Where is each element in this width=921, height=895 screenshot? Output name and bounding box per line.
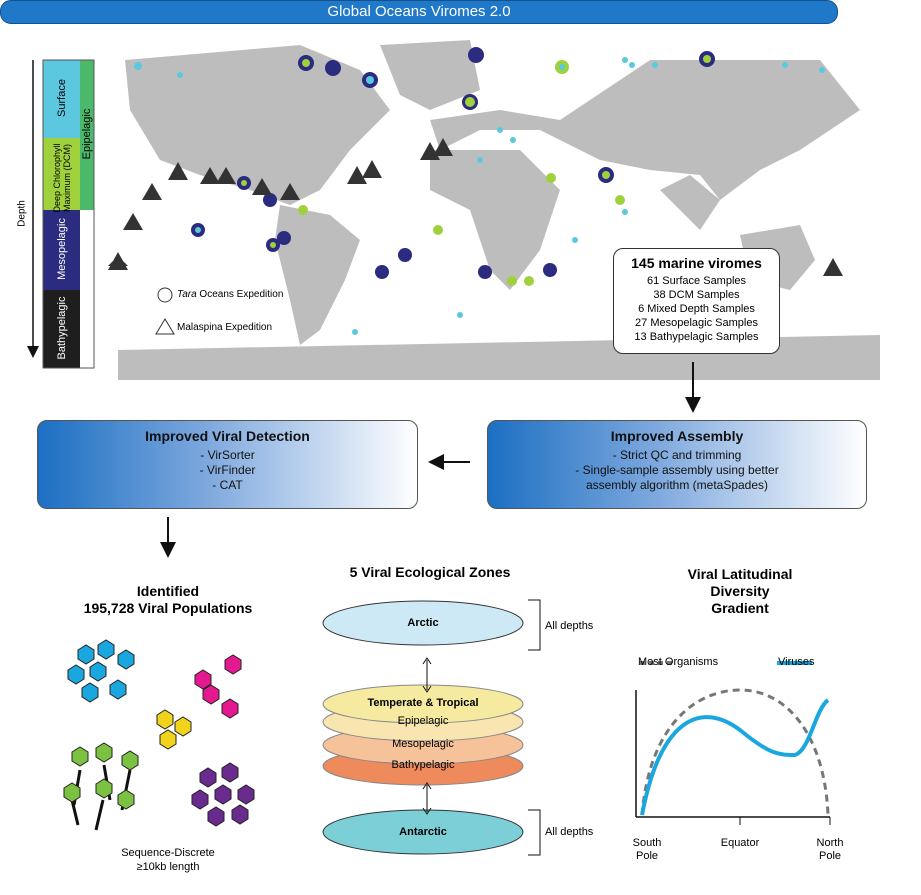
arctic-zone — [322, 600, 524, 646]
x-label-equator: Equator — [720, 837, 760, 849]
antarctic-label: Antarctic — [399, 826, 447, 838]
populations-footer: Sequence-Discrete≥10kb length — [121, 847, 215, 873]
bathy-layer — [43, 290, 80, 368]
malaspina-legend: Malaspina Expedition — [177, 322, 273, 333]
bathypelagic-label: Bathypelagic — [391, 759, 455, 771]
epipelagic-layer — [80, 60, 94, 210]
mesopelagic-label: Mesopelagic — [392, 738, 454, 750]
virus-cluster-pink — [194, 654, 242, 719]
epipelagic-label: Epipelagic — [397, 715, 449, 727]
temperate-label: Temperate & Tropical — [367, 697, 479, 709]
arctic-all-depths: All depths — [545, 620, 594, 632]
surface-layer — [43, 60, 80, 138]
dcm-label: Deep Chlorophyll Maximum (DCM) — [52, 143, 72, 213]
depth-label: Depth — [16, 200, 28, 227]
virus-cluster-purple — [191, 762, 255, 827]
title-banner: Global Oceans Viromes 2.0 — [0, 0, 838, 24]
bathy-label: Bathypelagic — [56, 296, 68, 360]
most-organisms-curve — [640, 688, 830, 816]
antarctic-all-depths: All depths — [545, 826, 594, 838]
world-map — [118, 40, 880, 380]
zones-title: 5 Viral Ecological Zones — [349, 564, 511, 580]
epipelagic-label: Epipelagic — [81, 108, 93, 160]
arctic-label: Arctic — [407, 617, 439, 629]
malaspina-legend-icon — [155, 318, 175, 335]
x-label-south-pole: South Pole — [632, 837, 662, 862]
antarctic-zone — [322, 809, 524, 855]
surface-label: Surface — [56, 79, 68, 117]
tara-legend-icon — [157, 287, 173, 303]
malaspina-stations — [108, 138, 843, 276]
dcm-layer — [43, 138, 80, 210]
meso-layer — [43, 210, 80, 290]
meso-label: Mesopelagic — [56, 218, 68, 280]
assembly-box: Improved Assembly - Strict QC and trimmi… — [487, 420, 867, 509]
tara-legend: Tara Oceans Expedition — [177, 289, 284, 300]
viral-detection-box: Improved Viral Detection - VirSorter- Vi… — [37, 420, 418, 509]
tara-stations — [134, 47, 825, 335]
x-label-north-pole: North Pole — [816, 837, 844, 862]
temperate-zone — [322, 684, 524, 724]
legend-most-organisms: Most Organisms — [638, 656, 719, 668]
virus-cluster-blue — [67, 639, 135, 703]
viruses-curve — [640, 698, 830, 816]
legend-viruses: Viruses — [778, 656, 815, 668]
